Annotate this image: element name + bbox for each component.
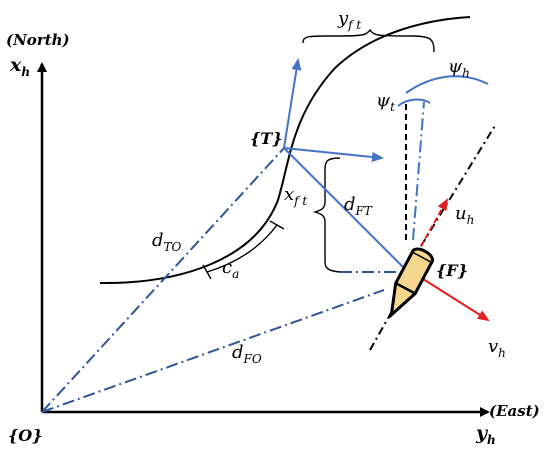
psi-h-label: ψh [448,56,470,80]
d-fo-line [41,289,385,413]
arc-length-tick-a [202,264,212,280]
psi-t-arc [397,98,431,107]
x-ft-label: xf t [284,184,307,208]
target-x-axis-arrow [283,58,302,149]
target-heading-line [412,101,425,241]
d-fo-label: dFO [232,342,262,366]
d-to-line [41,147,285,413]
v-h-arrow [411,271,490,322]
follower-label: {F} [436,261,468,280]
y-h-label: yh [475,422,496,447]
y-ft-brace [302,28,435,53]
target-label: {T} [250,129,282,148]
d-to-label: dTO [152,230,182,254]
arc-length-tick-b [269,220,285,230]
east-label: (East) [489,402,540,420]
psi-h-arc [405,75,489,94]
arc-length-marker [206,224,278,273]
x-ft-brace [312,157,341,273]
desired-path-curve [99,16,471,285]
x-h-label: xh [9,54,30,79]
psi-t-label: ψt [376,90,395,114]
target-y-axis-arrow [283,147,384,162]
psi-h-ray [420,123,497,247]
d-ft-line [283,147,409,273]
north-label: (North) [6,31,70,49]
c-a-label: ca [222,257,239,281]
d-ft-label: dFT [344,194,373,218]
u-h-label: uh [455,203,474,227]
origin-label: {O} [8,426,43,445]
vessel-icon [389,247,435,319]
v-h-label: vh [488,336,506,360]
y-ft-label: yf t [337,8,361,32]
